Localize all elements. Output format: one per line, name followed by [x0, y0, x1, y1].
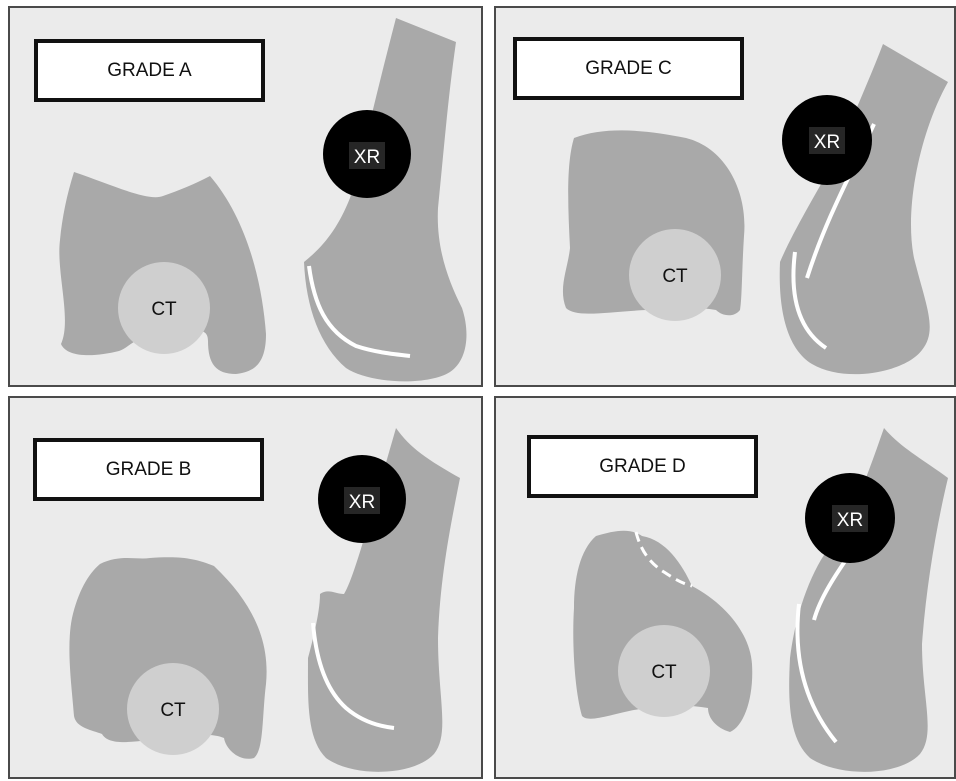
ct-label: CT [151, 299, 177, 320]
grade-a-illustration: CT XR [10, 8, 485, 389]
panel-grade-c: GRADE C CT XR [494, 6, 956, 387]
panel-grade-b: GRADE B CT XR [8, 396, 483, 779]
xr-label: XR [837, 510, 863, 531]
panel-grade-d: GRADE D CT XR [494, 396, 956, 779]
grade-c-illustration: CT XR [496, 8, 956, 389]
xr-label: XR [814, 132, 840, 153]
grade-b-illustration: CT XR [10, 398, 485, 781]
ct-label: CT [160, 700, 186, 721]
xr-label: XR [349, 492, 375, 513]
grade-d-illustration: CT XR [496, 398, 956, 781]
ct-label: CT [662, 266, 688, 287]
ct-label: CT [651, 662, 677, 683]
panel-grade-a: GRADE A CT XR [8, 6, 483, 387]
xr-label: XR [354, 147, 380, 168]
bone-longitudinal-section [304, 18, 466, 381]
